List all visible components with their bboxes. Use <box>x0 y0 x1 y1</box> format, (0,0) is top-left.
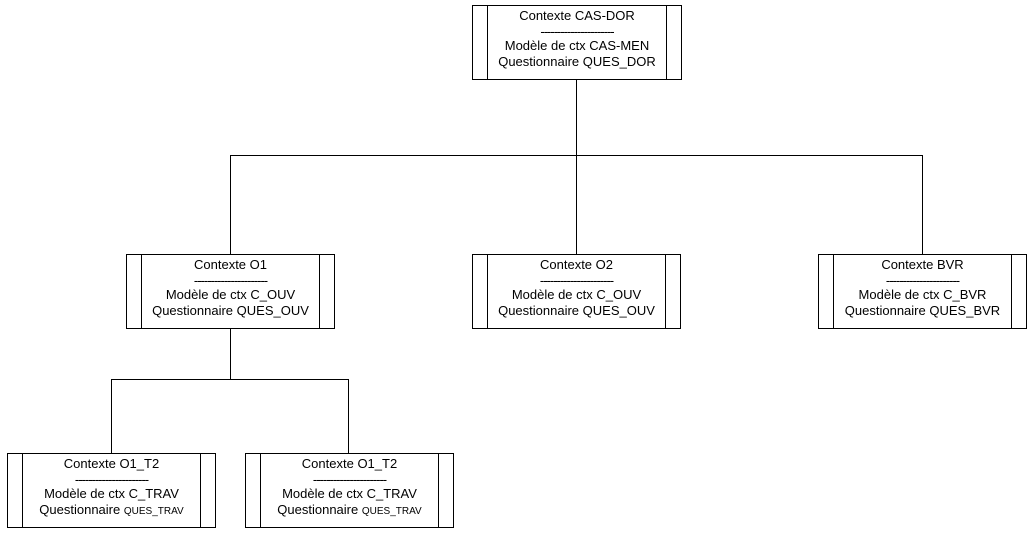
questionnaire-label: Questionnaire <box>277 502 359 517</box>
node-bar-right <box>665 255 666 328</box>
node-title: Contexte O1 <box>194 257 267 272</box>
node-separator: ---------------------- <box>312 471 387 487</box>
node-contexte-o1-t2-a[interactable]: Contexte O1_T2 ---------------------- Mo… <box>7 453 216 528</box>
node-questionnaire: Questionnaire QUES_OUV <box>488 303 665 320</box>
node-bar-left <box>22 454 23 527</box>
questionnaire-value: QUES_TRAV <box>123 506 184 517</box>
questionnaire-label: Questionnaire <box>39 502 121 517</box>
questionnaire-label: Questionnaire <box>844 303 926 318</box>
node-model: Modèle de ctx C_OUV <box>511 286 642 302</box>
node-model: Modèle de ctx CAS-MEN <box>504 37 650 53</box>
node-questionnaire: Questionnaire QUES_BVR <box>834 303 1011 320</box>
node-title: Contexte O2 <box>540 257 613 272</box>
node-separator: ---------------------- <box>539 272 614 288</box>
questionnaire-value: QUES_BVR <box>929 303 1001 318</box>
questionnaire-value: QUES_TRAV <box>361 506 422 517</box>
questionnaire-value: QUES_OUV <box>236 303 309 318</box>
node-separator: ---------------------- <box>193 272 268 288</box>
questionnaire-label: Questionnaire <box>498 303 580 318</box>
node-bar-right <box>319 255 320 328</box>
node-separator: ---------------------- <box>885 272 960 288</box>
node-contexte-o1[interactable]: Contexte O1 ---------------------- Modèl… <box>126 254 335 329</box>
node-questionnaire: Questionnaire QUES_TRAV <box>261 502 438 521</box>
node-model: Modèle de ctx C_OUV <box>165 286 296 302</box>
node-bar-left <box>141 255 142 328</box>
node-title: Contexte O1_T2 <box>301 456 398 471</box>
questionnaire-value: QUES_OUV <box>582 303 655 318</box>
questionnaire-label: Questionnaire <box>152 303 234 318</box>
node-title: Contexte BVR <box>881 257 964 272</box>
node-questionnaire: Questionnaire QUES_OUV <box>142 303 319 320</box>
node-bar-right <box>438 454 439 527</box>
node-bar-left <box>833 255 834 328</box>
node-bar-right <box>200 454 201 527</box>
node-questionnaire: Questionnaire QUES_TRAV <box>23 502 200 521</box>
node-separator: ---------------------- <box>74 471 149 487</box>
node-bar-right <box>666 6 667 79</box>
node-bar-left <box>260 454 261 527</box>
questionnaire-label: Questionnaire <box>498 54 580 69</box>
node-questionnaire: Questionnaire QUES_DOR <box>488 54 666 71</box>
node-contexte-cas-dor[interactable]: Contexte CAS-DOR ---------------------- … <box>472 5 682 80</box>
node-model: Modèle de ctx C_TRAV <box>282 485 417 501</box>
node-separator: ---------------------- <box>540 23 614 39</box>
questionnaire-value: QUES_DOR <box>582 54 656 69</box>
node-contexte-o2[interactable]: Contexte O2 ---------------------- Modèl… <box>472 254 681 329</box>
node-bar-left <box>487 255 488 328</box>
node-title: Contexte CAS-DOR <box>519 8 635 23</box>
node-model: Modèle de ctx C_BVR <box>858 286 987 302</box>
node-contexte-o1-t2-b[interactable]: Contexte O1_T2 ---------------------- Mo… <box>245 453 454 528</box>
node-bar-right <box>1011 255 1012 328</box>
node-bar-left <box>487 6 488 79</box>
node-model: Modèle de ctx C_TRAV <box>44 485 179 501</box>
node-contexte-bvr[interactable]: Contexte BVR ---------------------- Modè… <box>818 254 1027 329</box>
node-title: Contexte O1_T2 <box>63 456 160 471</box>
